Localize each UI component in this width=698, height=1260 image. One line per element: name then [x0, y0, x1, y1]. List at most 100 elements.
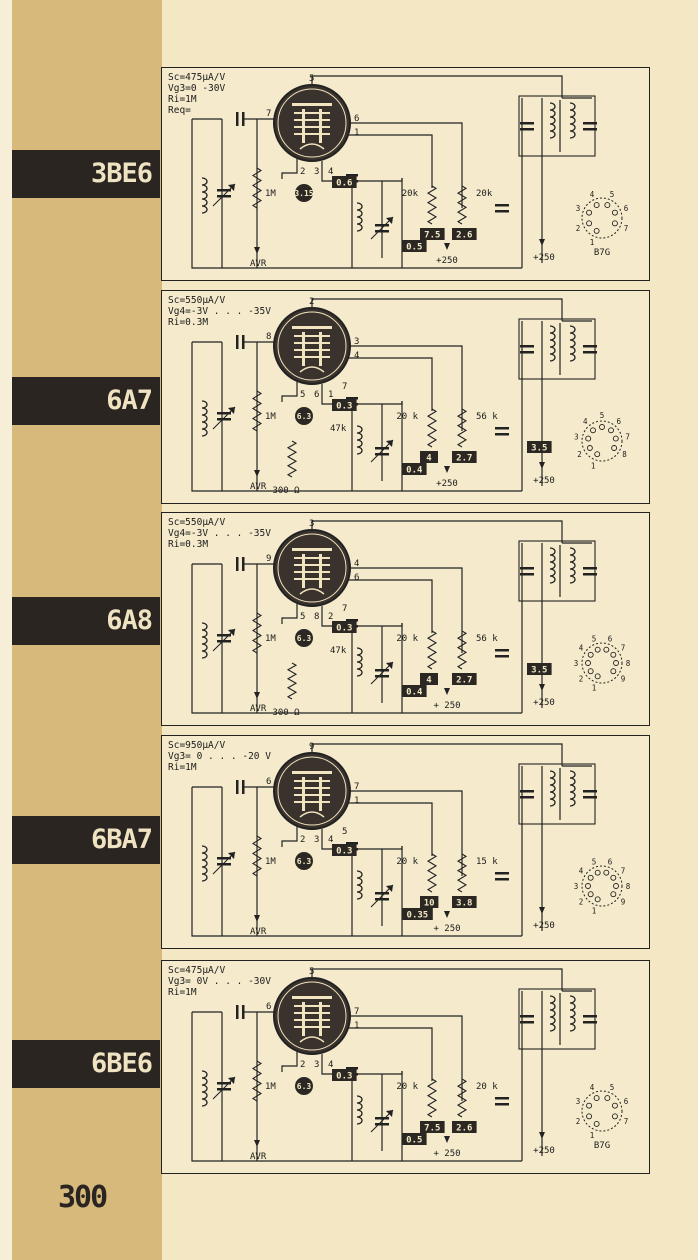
- inductor-coil: [549, 547, 556, 584]
- capacitor: [375, 453, 389, 456]
- inductor-coil: [201, 400, 208, 437]
- heater-voltage: 6.3: [297, 1082, 312, 1091]
- capacitor: [242, 112, 245, 126]
- tube-anode: [292, 326, 332, 329]
- capacitor: [520, 567, 534, 570]
- tube-pin-number: 7: [342, 382, 347, 392]
- value-box-label: 0.3: [336, 847, 352, 857]
- socket-pin-number: 6: [624, 204, 629, 213]
- capacitor: [346, 842, 358, 845]
- tube-grid: [294, 1019, 330, 1021]
- resistor-value: 300 Ω: [272, 708, 300, 718]
- tube-anode: [292, 996, 332, 999]
- supply-voltage: +250: [533, 253, 555, 263]
- socket-pin-number: 5: [610, 190, 615, 199]
- tube-grid: [294, 1026, 330, 1028]
- arrow: [228, 184, 235, 191]
- tube-post: [319, 332, 322, 366]
- inductor-coil: [569, 325, 576, 362]
- socket-pin: [612, 435, 619, 442]
- capacitor: [217, 863, 231, 866]
- capacitor: [583, 1015, 597, 1018]
- tube-envelope: [273, 977, 351, 1055]
- socket-pin-number: 7: [624, 1117, 629, 1126]
- if-transformer-frame: [518, 988, 596, 1050]
- capacitor: [495, 878, 509, 881]
- capacitor: [217, 412, 231, 415]
- capacitor: [375, 447, 389, 450]
- capacitor: [236, 335, 239, 349]
- resistor-value: 1M: [265, 1082, 276, 1092]
- tube-parameter: Sc=950µA/V: [168, 740, 226, 751]
- avr-label: AVR: [250, 259, 267, 269]
- arrow: [444, 1136, 450, 1143]
- tube-post: [319, 554, 322, 588]
- tube-grid: [294, 801, 330, 803]
- capacitor: [583, 351, 597, 354]
- arrow: [228, 852, 235, 859]
- tube-pin-number: 6: [266, 1002, 271, 1012]
- capacitor: [583, 1021, 597, 1024]
- tube-grid: [294, 1005, 330, 1007]
- socket-pin: [611, 1113, 618, 1120]
- resistor-value: 47k: [330, 424, 347, 434]
- socket-pin-number: 3: [576, 1097, 581, 1106]
- value-box: [420, 896, 439, 908]
- tube-pin-number: 3: [309, 519, 314, 529]
- resistor: [426, 853, 438, 893]
- capacitor: [495, 1097, 509, 1100]
- tube-pin-number: 8: [314, 612, 319, 622]
- tube-grid: [294, 112, 330, 114]
- resistor-value: 300 Ω: [272, 486, 300, 496]
- capacitor: [236, 1005, 239, 1019]
- socket-pin: [610, 874, 617, 881]
- tube-parameter: Ri=1M: [168, 987, 197, 998]
- socket-pin-number: 4: [590, 1083, 595, 1092]
- capacitor: [495, 655, 509, 658]
- supply-voltage: + 250: [433, 701, 460, 711]
- socket-pin-number: 1: [590, 238, 595, 247]
- avr-label: AVR: [250, 704, 267, 714]
- value-box: [332, 399, 357, 411]
- tube-pin-number: 5: [309, 967, 314, 977]
- heater-voltage-badge: [295, 1077, 313, 1095]
- tube-grid: [294, 119, 330, 121]
- tube-pin-number: 5: [300, 390, 305, 400]
- value-box-label: 7.5: [424, 231, 440, 241]
- arrow: [228, 629, 235, 636]
- tube-glass-ring: [277, 756, 347, 826]
- value-box-label: 3.5: [531, 666, 547, 676]
- tube-pin-number: 6: [266, 777, 271, 787]
- resistor: [251, 390, 263, 432]
- socket-pin: [586, 209, 593, 216]
- resistor: [251, 835, 263, 877]
- capacitor: [495, 872, 509, 875]
- socket-pin: [604, 202, 611, 209]
- inductor-coil: [549, 995, 556, 1032]
- capacitor: [583, 122, 597, 125]
- value-box: [420, 673, 438, 685]
- tube-parameter: Sc=475µA/V: [168, 72, 226, 83]
- resistor-value: 1M: [265, 412, 276, 422]
- tube-pin-number: 9: [309, 742, 314, 752]
- socket-pin: [594, 451, 601, 458]
- capacitor: [583, 790, 597, 793]
- tube-pin-number: 4: [328, 835, 333, 845]
- socket-pin-number: 8: [622, 450, 627, 459]
- socket-pin: [603, 646, 610, 653]
- socket-pin: [608, 427, 614, 434]
- arrow: [444, 911, 450, 918]
- capacitor: [520, 351, 534, 354]
- socket-pin-number: 1: [590, 1131, 595, 1140]
- supply-voltage: + 250: [433, 924, 460, 934]
- capacitor: [236, 557, 239, 571]
- capacitor: [346, 397, 358, 400]
- value-box-label: 0.5: [406, 1136, 422, 1146]
- socket-pin: [613, 660, 619, 666]
